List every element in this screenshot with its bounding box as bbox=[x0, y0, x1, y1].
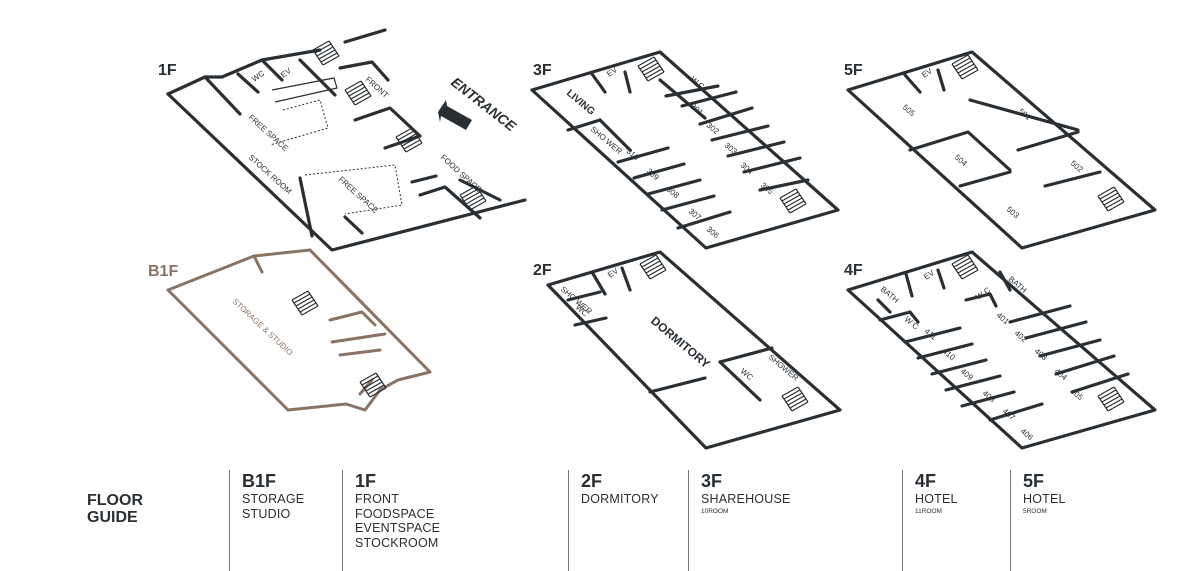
label-room-402: 402 bbox=[1013, 329, 1029, 345]
label-shower-2: SHOWER bbox=[767, 353, 801, 383]
guide-line: FOODSPACE bbox=[355, 506, 435, 521]
entrance-arrow-icon bbox=[438, 100, 472, 130]
guide-line: STORAGE bbox=[242, 492, 305, 506]
label-free-space: FREE SPACE bbox=[247, 113, 290, 153]
label-room-503: 503 bbox=[1005, 205, 1021, 221]
label-room-407: 407 bbox=[1001, 407, 1017, 423]
label-room-406: 406 bbox=[1019, 427, 1035, 443]
guide-column-5f: 5F HOTEL 5ROOM bbox=[1010, 470, 1066, 571]
floor-2f-title: 2F bbox=[533, 262, 552, 279]
guide-line: HOTEL bbox=[1023, 492, 1066, 506]
floor-4f-title: 4F bbox=[844, 262, 863, 279]
label-wc-2: W C bbox=[903, 315, 921, 332]
guide-line: EVENTSPACE bbox=[355, 521, 441, 535]
guide-column-3f: 3F SHAREHOUSE 10ROOM bbox=[688, 470, 791, 571]
floor-2f-outer-wall bbox=[546, 250, 842, 450]
floor-guide-title: FLOOR GUIDE bbox=[87, 492, 143, 526]
label-wc: W C bbox=[974, 285, 992, 301]
floor-3f-title: 3F bbox=[533, 62, 552, 79]
label-room-411: 411 bbox=[923, 327, 939, 342]
label-ev: EV bbox=[922, 268, 936, 282]
floor-b1f: B1F STORAGE & STUDIO bbox=[148, 248, 432, 412]
guide-column-2f: 2F DORMITORY bbox=[568, 470, 659, 571]
label-dormitory: DORMITORY bbox=[648, 314, 713, 371]
guide-floor: B1F bbox=[242, 471, 277, 491]
guide-line: FRONT bbox=[355, 492, 400, 506]
floor-3f: 3F LIVING EV W.C SHO WER 301 302 303 304… bbox=[530, 50, 840, 250]
guide-room-count: 10ROOM bbox=[701, 507, 729, 515]
label-room-305: 305 bbox=[759, 181, 775, 197]
label-wc: WC bbox=[250, 69, 266, 84]
guide-line: SHAREHOUSE bbox=[701, 492, 791, 506]
label-free-space-2: FREE SPACE bbox=[337, 175, 380, 215]
label-room-409: 409 bbox=[959, 367, 975, 383]
floor-1f: 1F WC EV FRONT FREE SPACE STOCK ROOM FRE… bbox=[158, 28, 527, 252]
label-room-504: 504 bbox=[953, 153, 969, 169]
floor-b1f-outer-wall bbox=[166, 248, 432, 412]
label-living: LIVING bbox=[564, 88, 597, 118]
label-room-502: 502 bbox=[1069, 159, 1085, 175]
guide-line: HOTEL bbox=[915, 492, 958, 506]
floor-4f-outer-wall bbox=[846, 250, 1157, 450]
floor-1f-outer-wall bbox=[166, 92, 527, 252]
label-room-501: 501 bbox=[1017, 107, 1033, 123]
guide-column-1f: 1F FRONT FOODSPACE EVENTSPACE STOCKROOM bbox=[342, 470, 440, 571]
floor-5f-title: 5F bbox=[844, 62, 863, 79]
label-room-403: 403 bbox=[1033, 347, 1049, 363]
guide-floor: 1F bbox=[355, 471, 377, 491]
label-room-505: 505 bbox=[901, 103, 917, 119]
label-room-304: 304 bbox=[739, 161, 755, 177]
guide-floor: 3F bbox=[701, 471, 723, 491]
guide-line: STUDIO bbox=[242, 506, 291, 521]
floor-4f: 4F BATH EV BATH W C W C 401 402 403 404 … bbox=[844, 250, 1157, 450]
floor-3f-outer-wall bbox=[530, 50, 840, 250]
label-room-401: 401 bbox=[995, 311, 1011, 327]
floor-5f: 5F EV 505 501 504 502 503 bbox=[844, 50, 1157, 250]
guide-column-b1f: B1F STORAGE STUDIO bbox=[229, 470, 304, 571]
floor-b1f-title: B1F bbox=[148, 263, 178, 280]
guide-line: DORMITORY bbox=[581, 492, 659, 506]
guide-line: STOCKROOM bbox=[355, 535, 439, 550]
label-room-309: 309 bbox=[645, 167, 661, 183]
guide-floor: 4F bbox=[915, 471, 937, 491]
guide-floor: 2F bbox=[581, 471, 603, 491]
guide-column-4f: 4F HOTEL 11ROOM bbox=[902, 470, 958, 571]
guide-room-count: 11ROOM bbox=[915, 507, 942, 515]
label-room-408: 408 bbox=[981, 389, 997, 405]
floor-2f: 2F SHO WER EV WC DORMITORY WC SHOWER bbox=[533, 250, 842, 450]
label-room-306: 306 bbox=[705, 225, 721, 241]
guide-floor: 5F bbox=[1023, 471, 1045, 491]
floor-5f-outer-wall bbox=[846, 50, 1157, 250]
guide-room-count: 5ROOM bbox=[1023, 507, 1047, 515]
label-storage-studio: STORAGE & STUDIO bbox=[231, 297, 295, 357]
floor-1f-title: 1F bbox=[158, 62, 177, 79]
